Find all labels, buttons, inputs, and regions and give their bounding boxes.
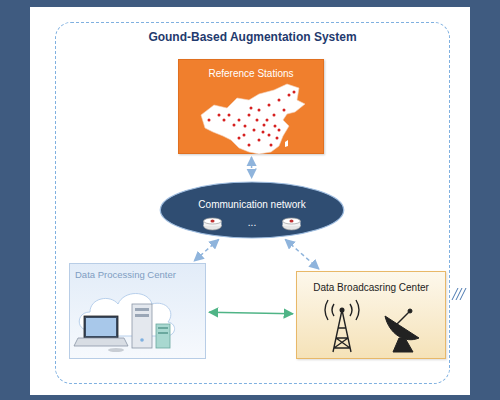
network-ellipse: Communication network... (159, 181, 345, 239)
node-label: Gound-Based Augmentation System (148, 30, 356, 44)
node-label: Data Broadcasring Center (313, 282, 429, 293)
link-arrow (251, 157, 253, 178)
processing-center-box: Data Processing Center (69, 263, 206, 359)
node-label: Communication network (198, 199, 305, 210)
reference-stations-box: Reference Stations (178, 59, 324, 154)
link-arrow (194, 239, 219, 261)
broadcasting-center-box: Data Broadcasring Center (296, 271, 446, 359)
ellipsis-label: ... (159, 217, 345, 228)
node-label: Data Processing Center (75, 269, 176, 280)
link-arrow (285, 239, 319, 269)
node-label: Reference Stations (208, 68, 293, 79)
network-ellipse (159, 181, 345, 239)
link-arrow (209, 312, 293, 313)
system-boundary: Gound-Based Augmentation System Referenc… (55, 22, 450, 384)
